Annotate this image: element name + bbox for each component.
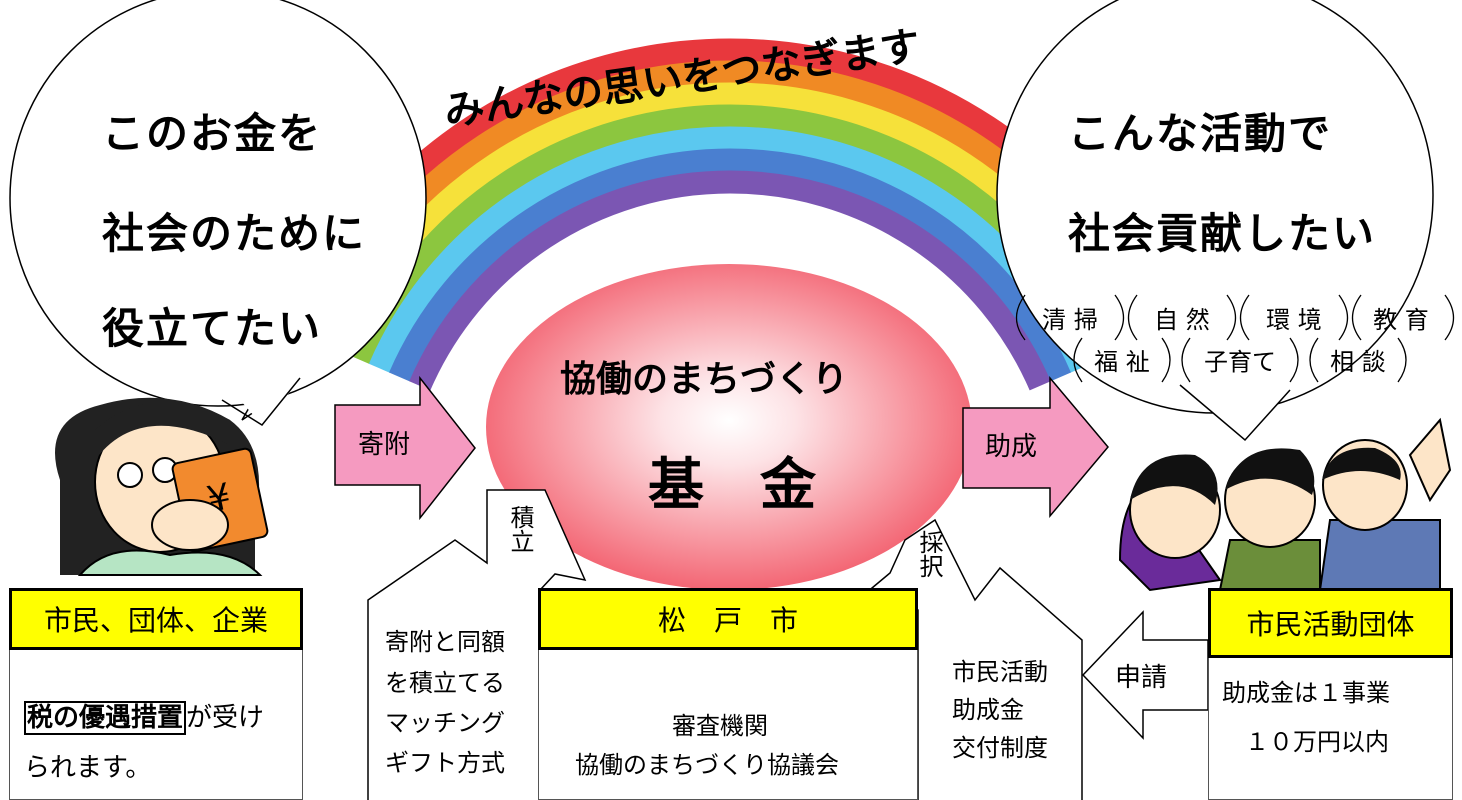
city-line-1: 審査機関 — [672, 712, 768, 740]
donor-panel — [9, 650, 303, 800]
donor-speech-bubble — [9, 0, 427, 426]
reserve-label: 積立 — [506, 505, 534, 553]
adopt-label: 採択 — [915, 530, 943, 578]
group-line-1: 助成金は１事業 — [1222, 679, 1390, 707]
city-panel — [538, 650, 918, 800]
donation-arrow — [334, 375, 476, 521]
activity-tag-childcare: 子育て — [1204, 347, 1276, 376]
subsidy-line-2: 助成金 — [952, 696, 1024, 724]
group-bubble-line-1: こんな活動で — [1068, 109, 1333, 158]
donor-bubble-line-2: 社会のために — [102, 209, 367, 258]
activity-tag-cleaning: 清 掃 — [1042, 305, 1098, 334]
city-line-2: 協働のまちづくり協議会 — [575, 751, 839, 779]
apply-arrow-label: 申請 — [1115, 663, 1168, 693]
fund-subtitle: 基 金 — [648, 453, 816, 518]
donor-benefit-line-2: られます。 — [24, 753, 152, 783]
group-speech-bubble — [996, 0, 1434, 442]
donor-bubble-line-3: 役立てたい — [102, 304, 323, 353]
activity-tag-welfare: 福 祉 — [1094, 347, 1150, 376]
fund-title: 協働のまちづくり — [560, 359, 849, 400]
city-label: 松 戸 市 — [538, 588, 918, 650]
matching-line-2: を積立てる — [385, 669, 505, 697]
tax-benefit-highlight: 税の優遇措置 — [24, 701, 187, 735]
reserve-callout — [367, 489, 587, 800]
matching-line-4: ギフト方式 — [385, 749, 505, 777]
rainbow-band — [409, 170, 1051, 391]
activity-tag-consultation: 相 談 — [1330, 347, 1386, 376]
fund-ellipse — [486, 264, 972, 590]
activity-tag-education: 教 育 — [1373, 305, 1429, 334]
donor-benefit-rest-1: が受け — [186, 703, 265, 733]
matching-line-1: 寄附と同額 — [385, 628, 505, 656]
donor-character: ¥ — [55, 397, 269, 576]
donor-bubble-line-1: このお金を — [102, 109, 323, 158]
grant-arrow-label: 助成 — [985, 432, 1038, 462]
donor-benefit-line-1: 税の優遇措置が受け — [24, 697, 265, 735]
group-label: 市民活動団体 — [1208, 588, 1453, 658]
subsidy-line-1: 市民活動 — [952, 658, 1048, 686]
donation-arrow-label: 寄附 — [358, 430, 411, 460]
apply-arrow — [1081, 610, 1209, 740]
grant-arrow — [962, 375, 1109, 519]
group-characters — [1118, 417, 1452, 592]
matching-line-3: マッチング — [385, 709, 505, 737]
rainbow-band — [389, 148, 1071, 382]
group-line-2: １０万円以内 — [1245, 728, 1389, 756]
subsidy-line-3: 交付制度 — [952, 734, 1048, 762]
activity-tag-environment: 環 境 — [1266, 305, 1322, 334]
donor-label: 市民、団体、企業 — [9, 588, 303, 650]
group-bubble-line-2: 社会貢献したい — [1068, 209, 1377, 258]
activity-tag-nature: 自 然 — [1154, 305, 1210, 334]
group-panel — [1208, 658, 1453, 800]
